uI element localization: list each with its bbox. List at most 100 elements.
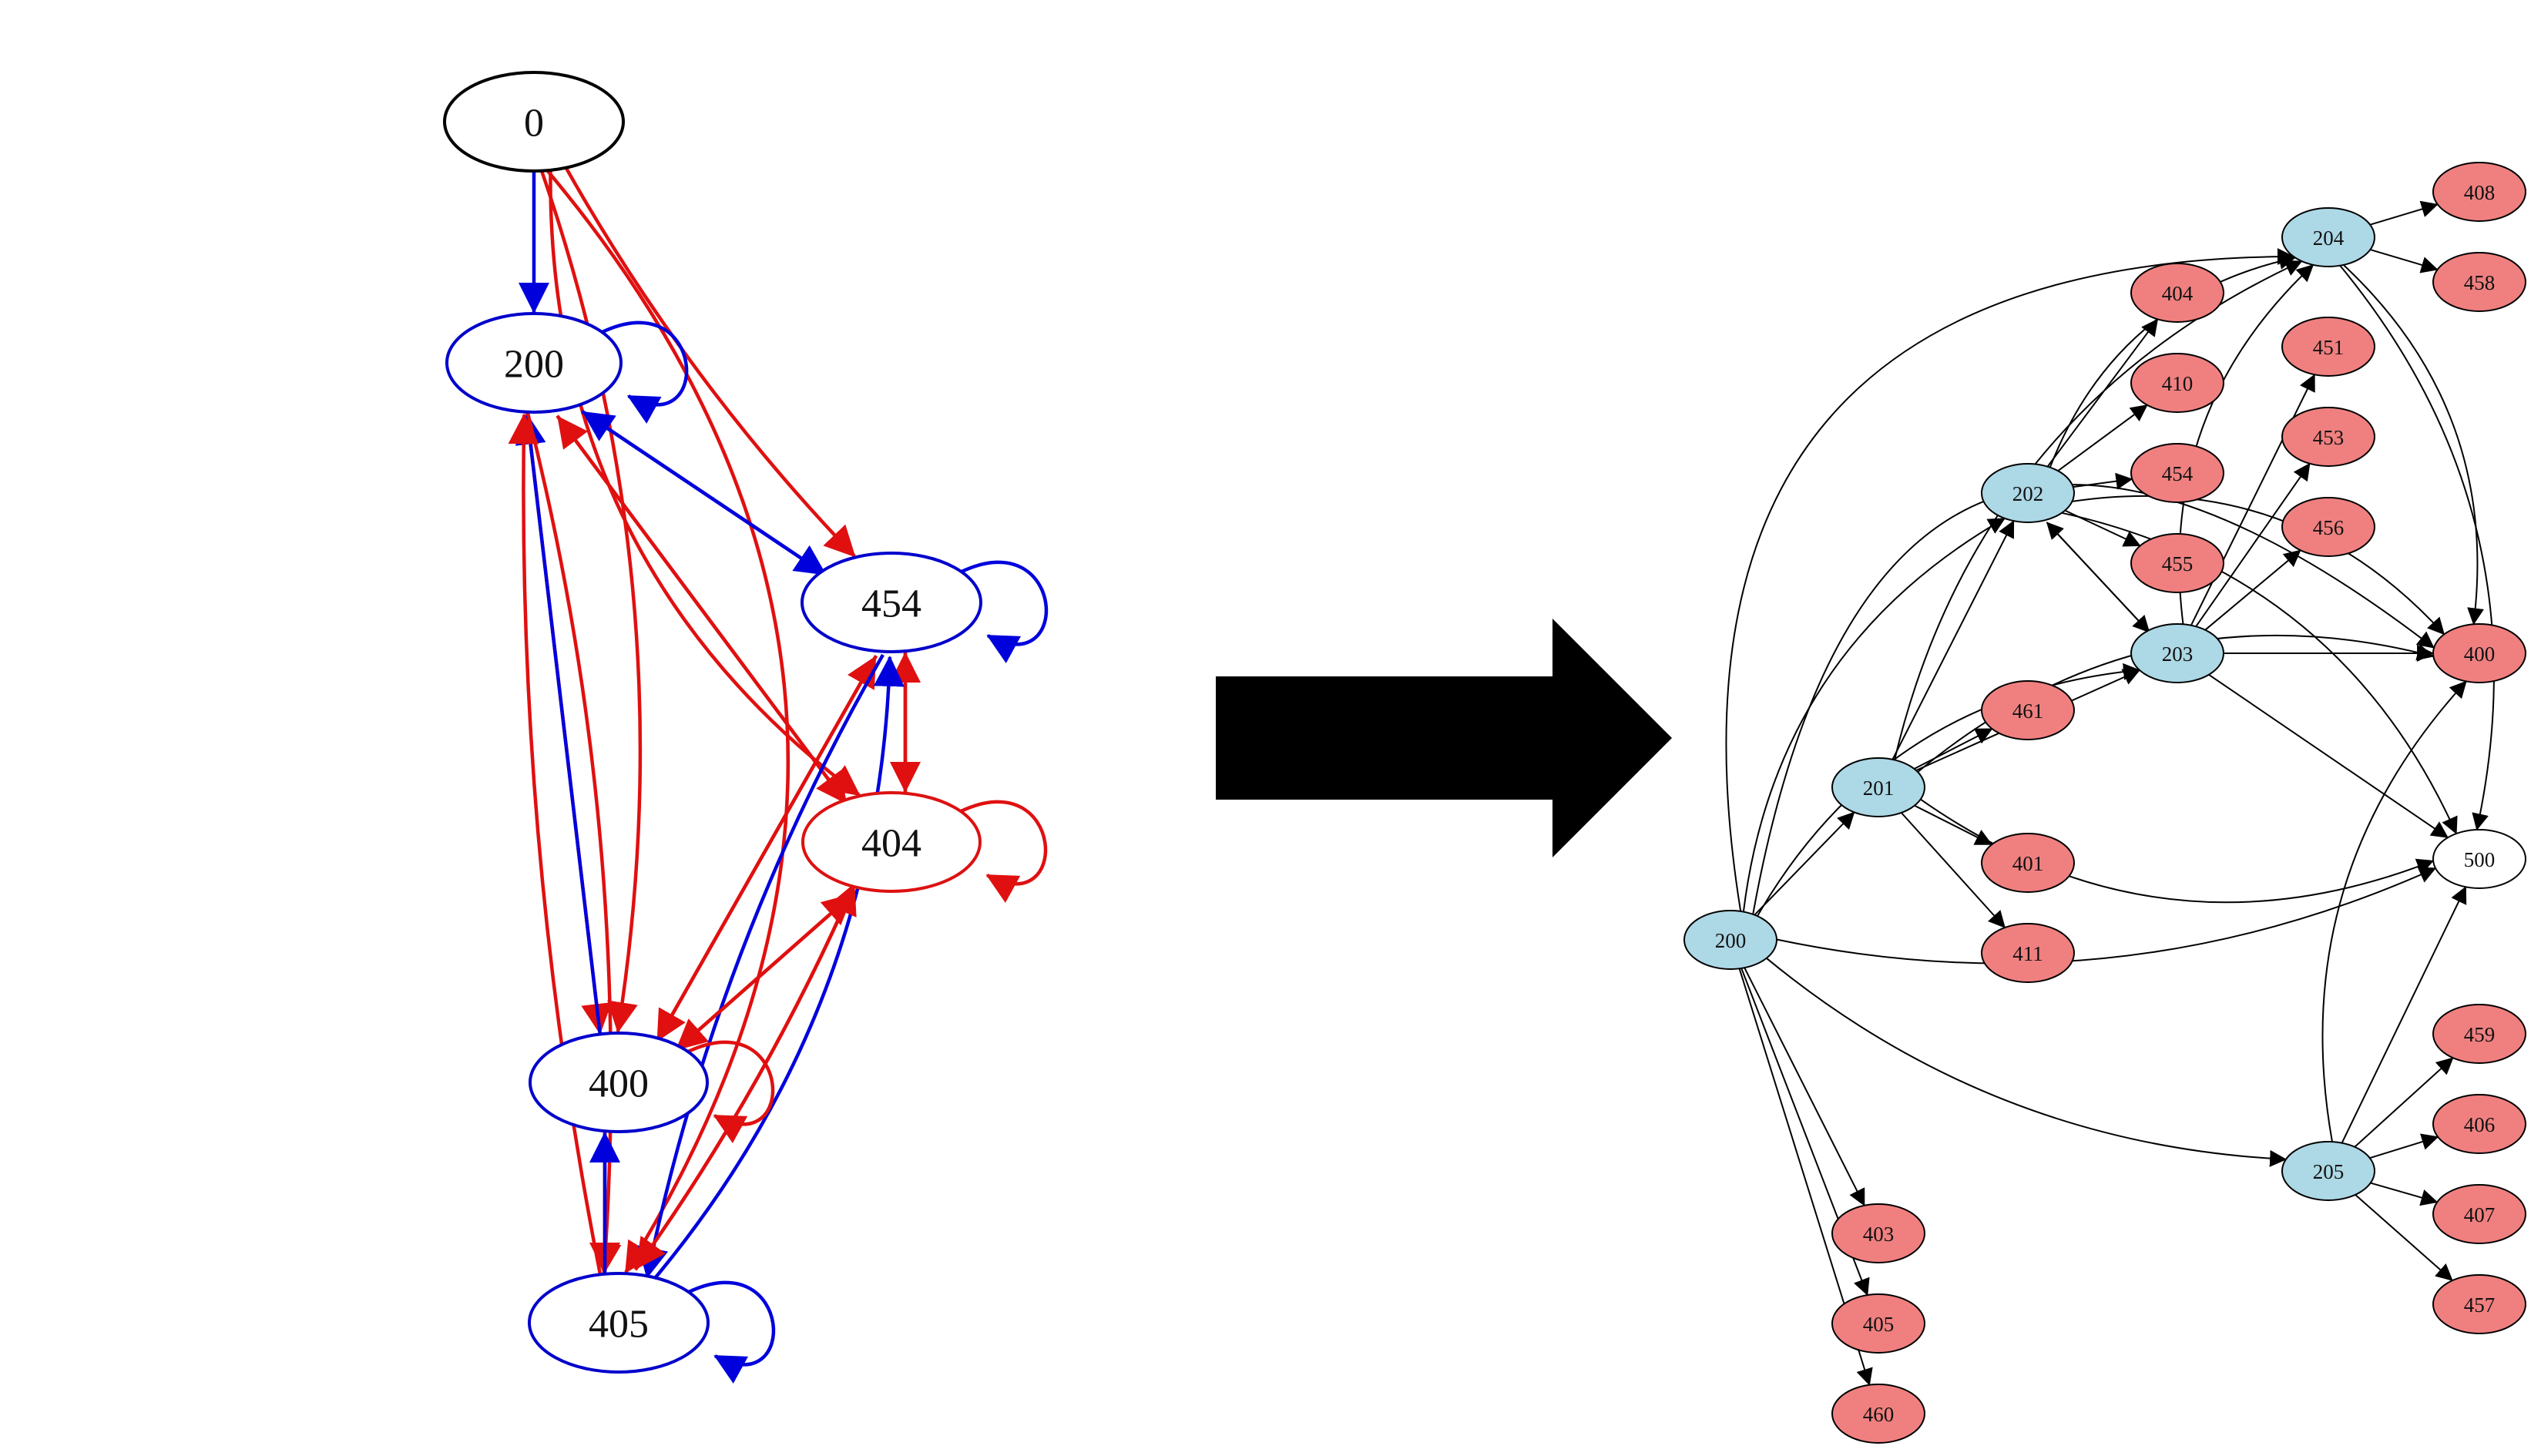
right-node-r404[interactable]: 404	[2130, 263, 2224, 323]
right-node-shape	[2432, 1094, 2526, 1154]
right-node-201[interactable]: 201	[1831, 757, 1925, 817]
right-node-shape	[2130, 443, 2224, 503]
left-node-shape	[445, 312, 623, 414]
right-node-label: 202	[2012, 482, 2044, 505]
right-edge-202-to-r410	[2057, 404, 2148, 472]
right-node-label: 403	[1863, 1223, 1895, 1246]
left-node-404[interactable]: 404	[801, 791, 982, 893]
right-edge-205-to-r457	[2355, 1194, 2453, 1281]
left-edge-0-to-454	[564, 166, 856, 558]
right-node-r455[interactable]: 455	[2130, 533, 2224, 593]
right-node-204[interactable]: 204	[2281, 207, 2375, 267]
right-node-label: 457	[2464, 1293, 2496, 1317]
right-edge-202-to-r400	[2072, 495, 2445, 636]
right-node-label: 406	[2464, 1113, 2496, 1136]
left-edge-405-to-454	[652, 656, 905, 1281]
left-edge-454-to-454	[960, 560, 1049, 663]
right-node-r458[interactable]: 458	[2432, 252, 2526, 312]
left-node-405[interactable]: 405	[528, 1272, 710, 1374]
right-node-shape	[1981, 463, 2075, 523]
right-edge-204-to-r458	[2370, 249, 2439, 273]
left-edge-405-to-405	[687, 1280, 776, 1384]
left-node-shape	[443, 71, 625, 173]
right-node-shape	[2130, 623, 2224, 683]
right-node-label: 410	[2162, 372, 2194, 395]
right-node-r403[interactable]: 403	[1831, 1203, 1925, 1263]
right-edge-200-to-r403	[1744, 967, 1865, 1206]
right-node-r400[interactable]: 400	[2432, 623, 2526, 683]
right-node-r453[interactable]: 453	[2281, 407, 2375, 467]
left-graph-nodes: 0 200 454 404 400 405	[443, 71, 982, 1374]
right-node-shape	[2281, 207, 2375, 267]
left-edge-400-to-400	[686, 1040, 775, 1143]
right-node-200[interactable]: 200	[1683, 910, 1777, 970]
right-node-205[interactable]: 205	[2281, 1141, 2375, 1201]
left-edge-0-to-400	[539, 170, 643, 1033]
right-node-shape	[2281, 1141, 2375, 1201]
right-node-r451[interactable]: 451	[2281, 317, 2375, 377]
transform-arrow	[1216, 619, 1672, 857]
right-node-r406[interactable]: 406	[2432, 1094, 2526, 1154]
right-node-r405[interactable]: 405	[1831, 1293, 1925, 1354]
right-node-label: 411	[2012, 942, 2043, 965]
right-node-203[interactable]: 203	[2130, 623, 2224, 683]
right-edge-203-to-r451	[2190, 374, 2315, 626]
right-node-label: 405	[1863, 1313, 1895, 1336]
left-node-454[interactable]: 454	[801, 552, 982, 653]
left-edge-400-to-454	[655, 656, 878, 1043]
right-node-r459[interactable]: 459	[2432, 1004, 2526, 1064]
right-edge-201-to-r461	[1914, 728, 1993, 770]
right-node-r410[interactable]: 410	[2130, 353, 2224, 413]
right-edge-202-to-204	[2049, 253, 2297, 468]
left-node-label: 200	[504, 343, 564, 387]
left-node-label: 400	[589, 1062, 649, 1106]
right-node-label: 453	[2313, 426, 2345, 449]
right-node-r454[interactable]: 454	[2130, 443, 2224, 503]
right-edge-204-to-r408	[2369, 200, 2439, 226]
right-node-shape	[2432, 623, 2526, 683]
right-edge-201-to-202	[1891, 520, 2015, 760]
right-node-r401[interactable]: 401	[1981, 833, 2075, 893]
right-edge-203-to-r500	[2208, 673, 2449, 839]
right-edge-204-to-r500	[2339, 265, 2495, 831]
left-node-shape	[528, 1272, 710, 1374]
right-edge-200-to-205	[1766, 958, 2288, 1167]
right-node-r411[interactable]: 411	[1981, 923, 2075, 983]
right-node-shape	[2130, 353, 2224, 413]
right-node-r457[interactable]: 457	[2432, 1274, 2526, 1334]
right-node-r500[interactable]: 500	[2432, 829, 2526, 889]
right-node-r408[interactable]: 408	[2432, 162, 2526, 222]
right-edge-202-to-r500	[2061, 512, 2458, 835]
right-edge-203-to-r453	[2195, 462, 2311, 627]
right-node-label: 205	[2313, 1160, 2345, 1183]
right-node-r461[interactable]: 461	[1981, 680, 2075, 740]
right-edge-201-to-r411	[1901, 812, 2006, 928]
right-node-label: 461	[2012, 699, 2044, 723]
right-node-202[interactable]: 202	[1981, 463, 2075, 523]
left-node-0[interactable]: 0	[443, 71, 625, 173]
right-graph-edges	[1725, 200, 2495, 1386]
left-edge-400-to-200	[515, 413, 603, 1035]
right-edge-202-to-r454	[2073, 472, 2133, 490]
right-graph-nodes: 200 201 202 203 204 205 404 410 454 455 461 401 411 4…	[1683, 162, 2526, 1444]
right-node-shape	[2281, 407, 2375, 467]
right-node-shape	[1831, 1384, 1925, 1444]
left-node-label: 0	[524, 102, 544, 146]
right-node-label: 401	[2012, 852, 2044, 875]
right-node-r407[interactable]: 407	[2432, 1184, 2526, 1244]
right-node-label: 460	[1863, 1403, 1895, 1426]
left-edge-405-to-200	[508, 413, 603, 1276]
right-node-label: 451	[2313, 336, 2345, 359]
right-node-shape	[2130, 263, 2224, 323]
right-node-label: 204	[2313, 226, 2345, 250]
left-node-400[interactable]: 400	[529, 1032, 709, 1133]
left-node-200[interactable]: 200	[445, 312, 623, 414]
left-edge-454-to-405	[637, 653, 884, 1279]
right-edge-201-to-204	[1894, 260, 2303, 760]
left-edge-0-to-404	[549, 169, 861, 797]
right-node-r456[interactable]: 456	[2281, 497, 2375, 557]
right-node-shape	[1981, 680, 2075, 740]
right-node-label: 459	[2464, 1023, 2496, 1046]
right-node-r460[interactable]: 460	[1831, 1384, 1925, 1444]
